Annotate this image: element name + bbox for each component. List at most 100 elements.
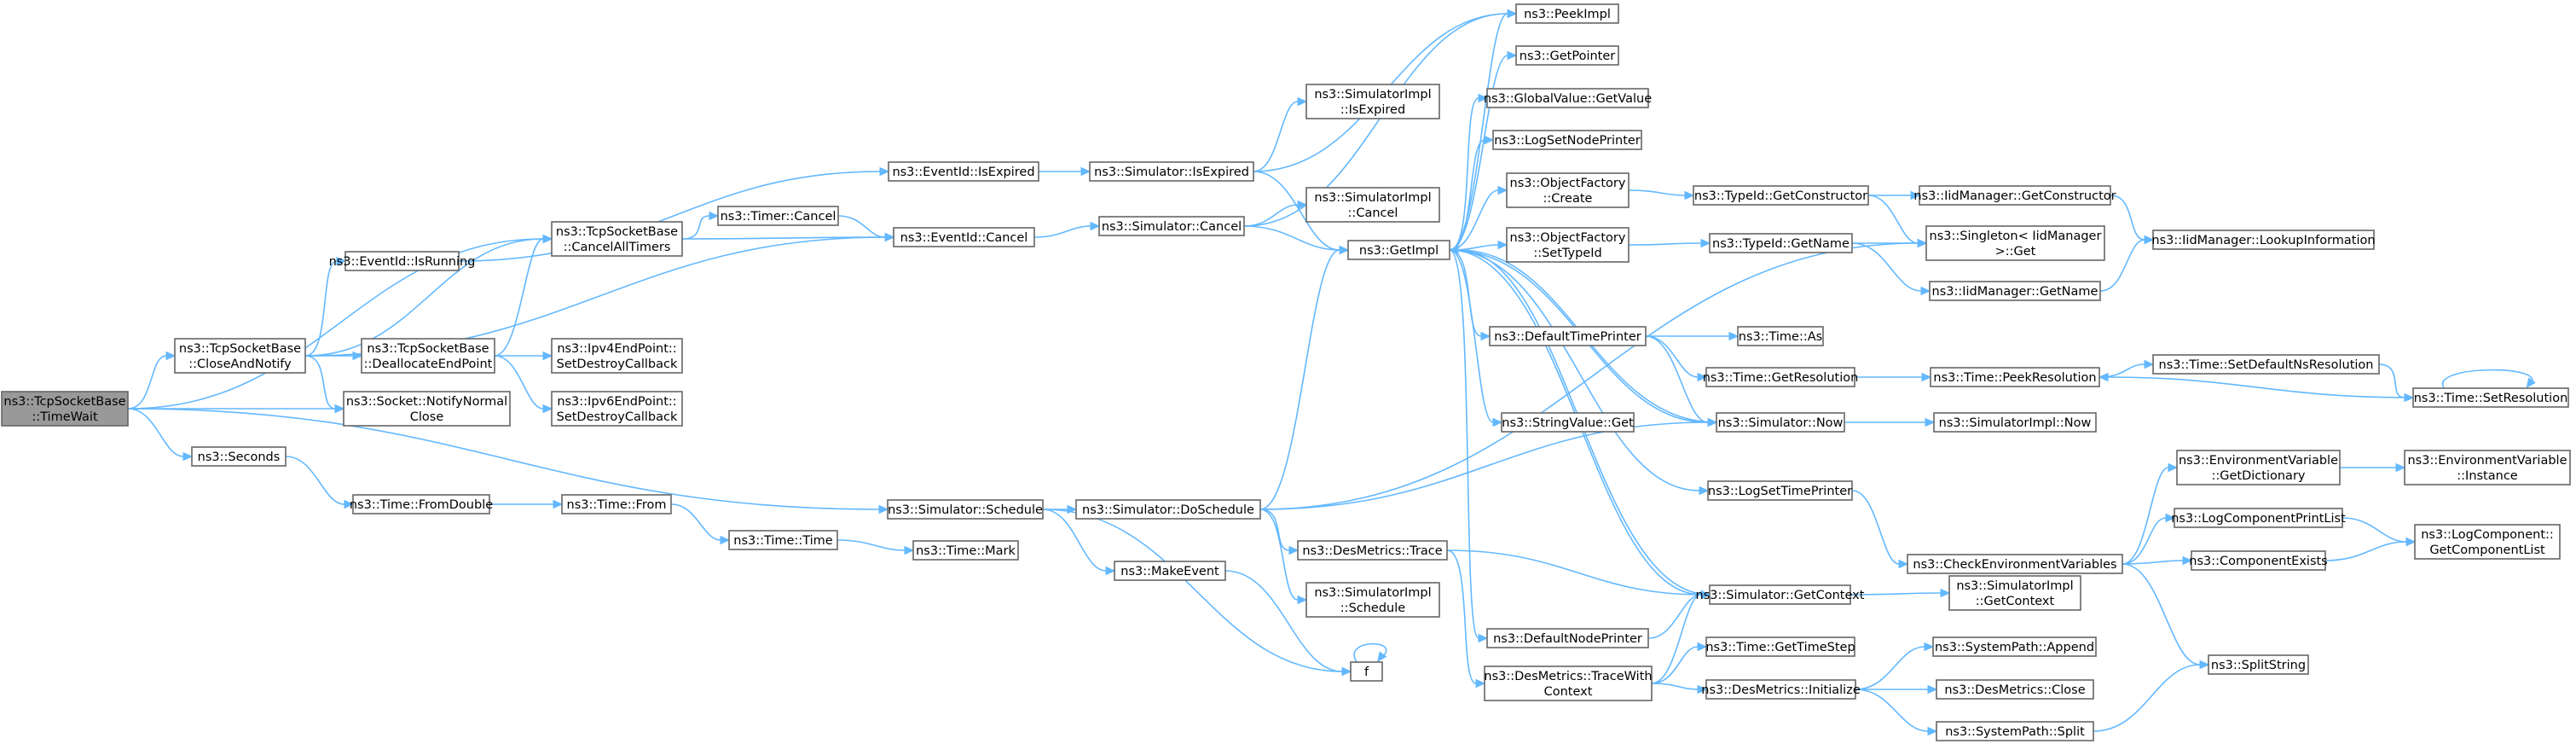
edge-layer [127,9,2536,736]
node-iidlookup[interactable]: ns3::IidManager::LookupInformation [2151,230,2376,250]
node-envvarinstance[interactable]: ns3::EnvironmentVariable::Instance [2404,450,2571,485]
node-typeidgetname[interactable]: ns3::TypeId::GetName [1709,233,1853,253]
edge-iidgetconstructor-to-iidlookup [2110,195,2155,245]
node-timesetdefaultns[interactable]: ns3::Time::SetDefaultNsResolution [2152,354,2380,375]
edge-arrow [1697,372,1708,382]
node-label: ns3::SimulatorImpl [1314,191,1431,205]
node-label: ns3::GlobalValue::GetValue [1484,92,1652,106]
node-simcancel[interactable]: ns3::Simulator::Cancel [1098,216,1245,236]
node-defaulttimeprinter[interactable]: ns3::DefaultTimePrinter [1489,326,1647,346]
node-iidgetconstructor[interactable]: ns3::IidManager::GetConstructor [1913,185,2116,206]
node-timepeekresolution[interactable]: ns3::Time::PeekResolution [1930,367,2100,387]
node-simimplgetcontext[interactable]: ns3::SimulatorImpl::GetContext [1948,575,2081,611]
node-simimplnow[interactable]: ns3::SimulatorImpl::Now [1933,412,2097,433]
edge-closeandnotify-to-notifynormalclose [304,355,345,414]
edge-arrow [2144,235,2155,245]
node-ipv6setdestroy[interactable]: ns3::Ipv6EndPoint::SetDestroyCallback [551,391,683,427]
node-peekimpl[interactable]: ns3::PeekImpl [1515,3,1619,24]
edge-line [1033,225,1091,238]
node-f[interactable]: f [1350,661,1383,682]
node-objfactorycreate[interactable]: ns3::ObjectFactory::Create [1506,172,1630,208]
edge-line [1042,509,1343,672]
node-timetime[interactable]: ns3::Time::Time [728,530,838,550]
node-logsetnodeprinter[interactable]: ns3::LogSetNodePrinter [1492,130,1642,150]
node-logcompprintlist[interactable]: ns3::LogComponentPrintList [2171,508,2346,528]
edge-arrow [542,404,553,414]
edge-simdoschedule-to-desmetricstrace [1259,509,1300,555]
node-defaultnodeprinter[interactable]: ns3::DefaultNodePrinter [1486,628,1649,648]
node-box [887,499,1044,520]
node-cancelalltimers[interactable]: ns3::TcpSocketBase::CancelAllTimers [551,221,683,257]
node-iidgetname[interactable]: ns3::IidManager::GetName [1929,281,2101,301]
node-simimplschedule[interactable]: ns3::SimulatorImpl::Schedule [1305,582,1440,618]
node-box [1948,575,2081,611]
node-box [191,446,287,467]
node-getimpl[interactable]: ns3::GetImpl [1347,240,1450,260]
node-timegetresolution[interactable]: ns3::Time::GetResolution [1703,367,1859,387]
node-timercancel[interactable]: ns3::Timer::Cancel [717,206,839,226]
node-envvargetdict[interactable]: ns3::EnvironmentVariable::GetDictionary [2176,450,2341,485]
edge-arrow [1697,684,1708,695]
edge-eventidisexpired-to-simisexpired [1039,166,1091,177]
node-box [893,227,1035,247]
edge-line [2122,563,2201,666]
node-splitstring[interactable]: ns3::SplitString [2208,654,2309,675]
edge-line [681,215,710,240]
node-logcompgetlist[interactable]: ns3::LogComponent::GetComponentList [2414,524,2561,560]
edge-timegetresolution-to-timepeekresolution [1855,372,1932,382]
node-timewait[interactable]: ns3::TcpSocketBase::TimeWait [1,391,129,427]
edge-arrow [336,256,347,266]
node-desmetricstrace[interactable]: ns3::DesMetrics::Trace [1297,540,1448,561]
node-makeevent[interactable]: ns3::MakeEvent [1114,561,1226,581]
node-simgetcontext[interactable]: ns3::Simulator::GetContext [1696,584,1865,605]
node-simschedule[interactable]: ns3::Simulator::Schedule [887,499,1044,520]
node-logsettimeprinter[interactable]: ns3::LogSetTimePrinter [1707,480,1853,501]
edge-arrow [542,234,553,244]
node-eventidisrunning[interactable]: ns3::EventId::IsRunning [329,251,476,271]
node-stringvalueget[interactable]: ns3::StringValue::Get [1501,412,1635,433]
edge-arrow [2168,462,2179,473]
node-simisexpired[interactable]: ns3::Simulator::IsExpired [1089,161,1254,182]
node-desclose[interactable]: ns3::DesMetrics::Close [1936,679,2094,700]
node-label: Context [1544,685,1593,699]
edge-line [1651,646,1699,684]
node-systempathsplit[interactable]: ns3::SystemPath::Split [1936,721,2094,741]
node-objfactorysettypeid[interactable]: ns3::ObjectFactory::SetTypeId [1506,227,1630,263]
node-box [1506,172,1630,208]
node-systempathappend[interactable]: ns3::SystemPath::Append [1932,636,2097,657]
node-getpointer[interactable]: ns3::GetPointer [1515,45,1619,66]
node-closeandnotify[interactable]: ns3::TcpSocketBase::CloseAndNotify [174,338,306,374]
node-timefrom[interactable]: ns3::Time::From [561,494,672,514]
node-timegettimestep[interactable]: ns3::Time::GetTimeStep [1705,636,1855,657]
node-deallocateendpoint[interactable]: ns3::TcpSocketBase::DeallocateEndPoint [361,338,495,374]
node-box [1709,233,1853,253]
node-eventidisexpired[interactable]: ns3::EventId::IsExpired [888,161,1039,182]
edge-line [1353,642,1387,663]
node-label: ns3::DesMetrics::Initialize [1701,683,1861,697]
node-componentexists[interactable]: ns3::ComponentExists [2189,550,2328,571]
node-timemark[interactable]: ns3::Time::Mark [912,540,1019,561]
node-ipv4setdestroy[interactable]: ns3::Ipv4EndPoint::SetDestroyCallback [551,338,683,374]
node-checkenvvars[interactable]: ns3::CheckEnvironmentVariables [1907,554,2123,574]
node-timesetresolution[interactable]: ns3::Time::SetResolution [2412,387,2569,408]
edge-line [681,236,886,240]
node-timeas[interactable]: ns3::Time::As [1737,326,1824,346]
node-seconds[interactable]: ns3::Seconds [191,446,287,467]
node-timefromdouble[interactable]: ns3::Time::FromDouble [350,494,493,514]
node-simimplcancel[interactable]: ns3::SimulatorImpl::Cancel [1305,187,1440,223]
node-box [1705,367,1855,387]
node-desinitialize[interactable]: ns3::DesMetrics::Initialize [1701,679,1861,700]
node-simdoschedule[interactable]: ns3::Simulator::DoSchedule [1075,499,1261,520]
node-simimplisexpired[interactable]: ns3::SimulatorImpl::IsExpired [1305,84,1440,119]
node-eventidcancel[interactable]: ns3::EventId::Cancel [893,227,1035,247]
node-globalvalueget[interactable]: ns3::GlobalValue::GetValue [1484,88,1652,108]
node-typeidgetconstructor[interactable]: ns3::TypeId::GetConstructor [1693,185,1869,206]
node-box [561,494,672,514]
edge-timercancel-to-eventidcancel [837,215,895,242]
node-singletonget[interactable]: ns3::Singleton< IidManager>::Get [1925,225,2105,261]
edge-arrow [334,404,345,414]
node-simnow[interactable]: ns3::Simulator::Now [1716,412,1845,433]
edge-line [2099,239,2145,292]
